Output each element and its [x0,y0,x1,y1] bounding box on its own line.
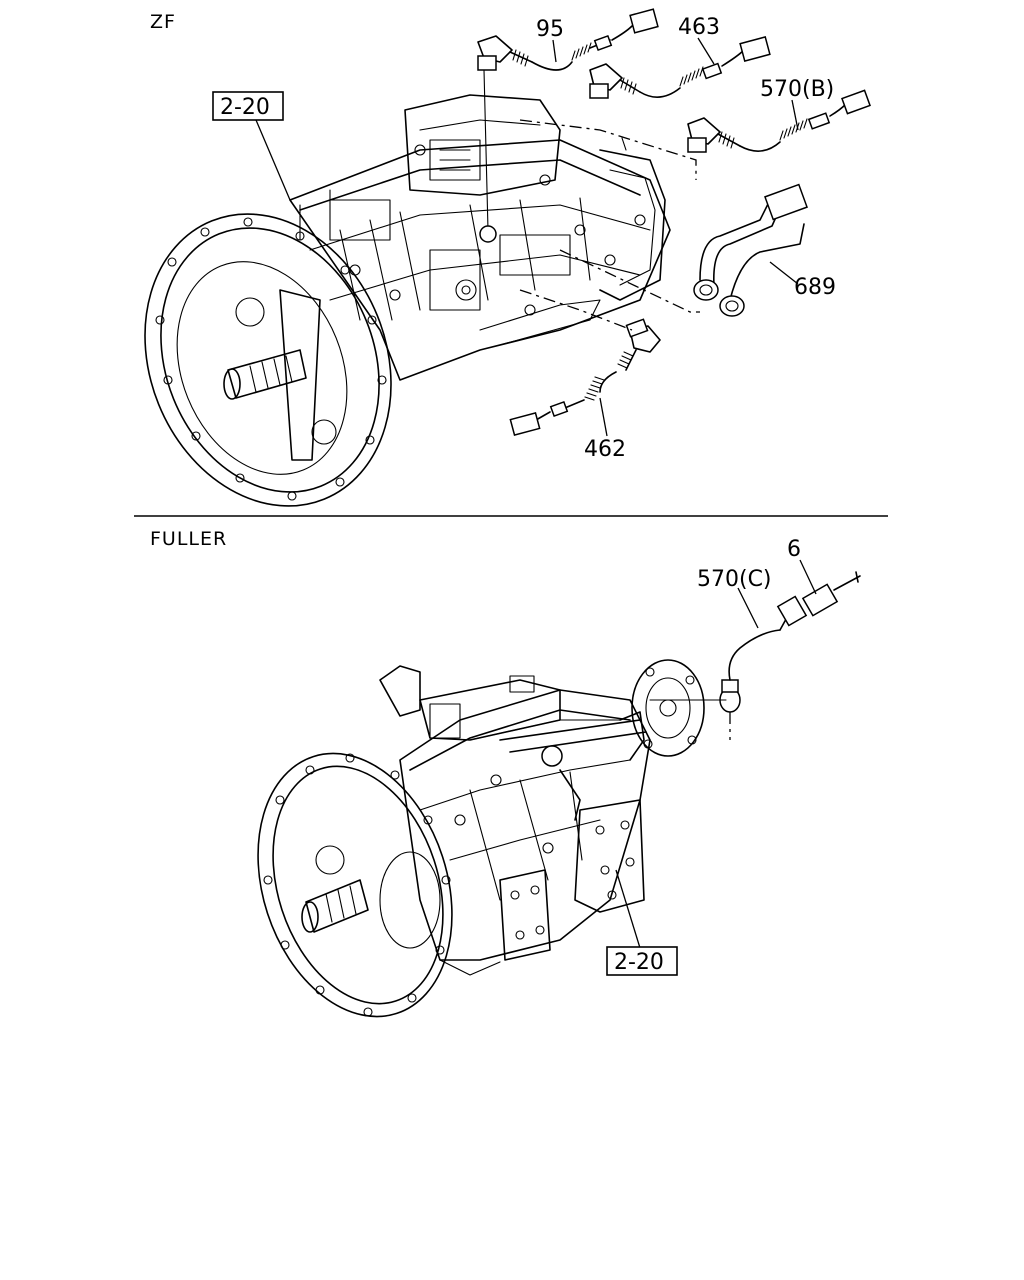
zf-leader-lines [255,37,799,437]
fuller-ref-label: 2-20 [614,950,664,975]
fuller-sensor-570c [649,595,808,740]
zf-callout-463: 463 [678,15,720,40]
zf-transmission-body [144,94,671,507]
section-title-zf: ZF [150,11,176,33]
zf-callout-95: 95 [536,17,564,42]
section-title-fuller: FULLER [150,528,227,550]
fuller-connector-6 [801,571,861,617]
zf-callout-462: 462 [584,437,626,462]
fuller-callout-570c: 570(C) [697,567,772,592]
zf-sensor-462 [509,289,661,437]
fuller-leader-lines [615,559,817,949]
zf-sensor-570b [519,89,871,180]
fuller-ref-box [606,946,678,976]
zf-sensor-463 [589,36,771,99]
zf-harness-689 [559,183,808,317]
zf-callout-689: 689 [794,275,836,300]
zf-ref-label: 2-20 [220,95,270,120]
fuller-transmission-body [257,659,705,1018]
zf-sensor-95 [477,8,659,243]
zf-ref-box [212,91,284,121]
fuller-callout-6: 6 [787,537,801,562]
zf-callout-570b: 570(B) [760,77,834,102]
